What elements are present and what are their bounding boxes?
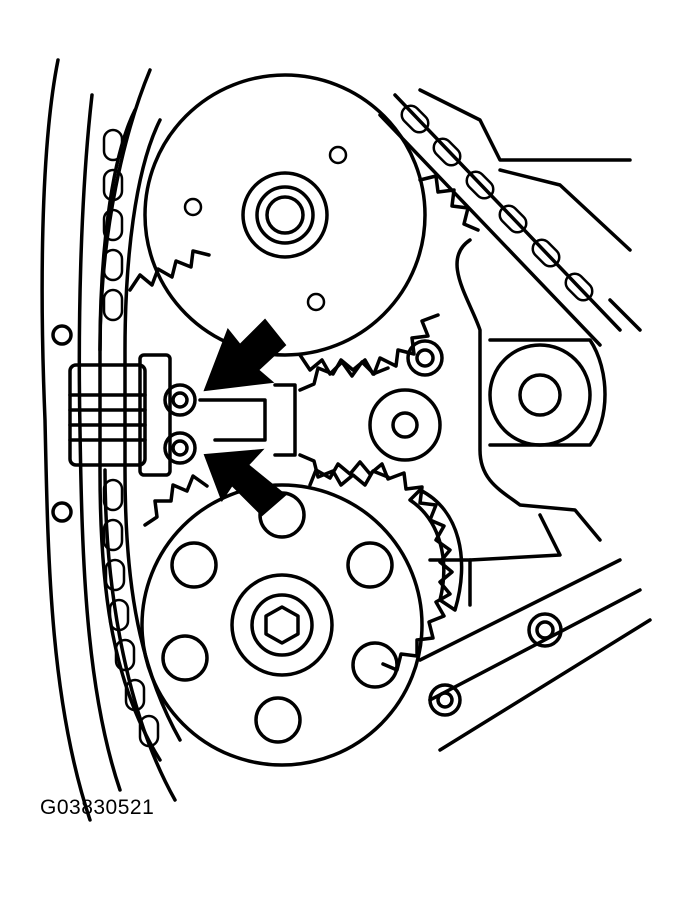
chain-tensioner bbox=[68, 353, 172, 477]
chain-guide bbox=[198, 383, 464, 612]
figure-id-label: G03830521 bbox=[40, 796, 155, 819]
upper-cam-gear bbox=[128, 73, 480, 378]
idler-gear bbox=[298, 339, 444, 487]
timing-chain-right bbox=[378, 93, 622, 347]
callout-arrow-upper bbox=[203, 318, 287, 392]
housing-outline bbox=[40, 58, 652, 822]
lower-gear bbox=[140, 460, 454, 767]
tensioner-bolts bbox=[51, 324, 563, 717]
callout-arrow-lower bbox=[203, 448, 287, 517]
right-boss bbox=[488, 338, 607, 447]
